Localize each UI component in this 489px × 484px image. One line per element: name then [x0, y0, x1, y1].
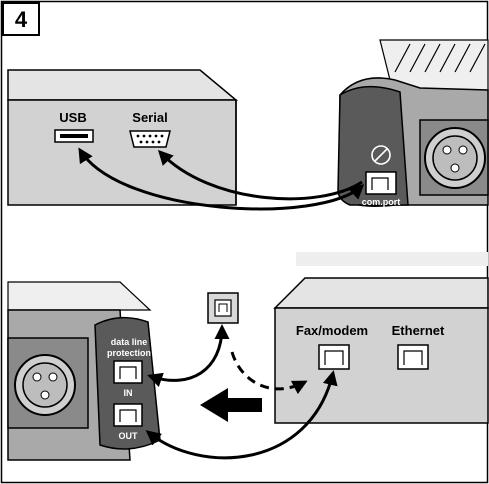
bottom-panel: data line protection IN OUT Fax/modem: [7, 277, 489, 461]
fax-modem-port-icon: [318, 344, 350, 370]
com-port-socket-icon: [365, 171, 397, 195]
serial-cable-arrow: [157, 149, 363, 201]
data-line-protection-label-1: data line: [111, 337, 148, 347]
usb-cable-arrow: [78, 147, 365, 211]
no-phone-icon: [371, 145, 391, 165]
ethernet-port-icon: [397, 344, 429, 370]
out-to-modem-cable-arrow: [145, 370, 338, 460]
out-socket-icon: [113, 403, 143, 427]
in-label: IN: [124, 388, 133, 398]
separator-bar: [296, 252, 488, 266]
usb-label: USB: [59, 110, 86, 125]
data-line-protection-label-2: protection: [107, 348, 151, 358]
usb-port-icon: [54, 129, 94, 143]
serial-label: Serial: [132, 110, 167, 125]
out-label: OUT: [119, 431, 139, 441]
top-panel: USB Serial: [7, 39, 489, 211]
fax-modem-label: Fax/modem: [296, 323, 368, 338]
modem-device-box: [273, 277, 489, 424]
in-socket-icon: [113, 360, 143, 384]
step-number: 4: [15, 7, 28, 32]
ethernet-label: Ethernet: [392, 323, 445, 338]
serial-port-icon: [129, 130, 171, 148]
computer-box: [7, 69, 239, 206]
wall-phone-jack-icon: [207, 292, 239, 324]
com-port-label: com.port: [362, 197, 401, 207]
step-number-badge: 4: [2, 2, 40, 36]
direction-block-arrow: [200, 388, 262, 422]
